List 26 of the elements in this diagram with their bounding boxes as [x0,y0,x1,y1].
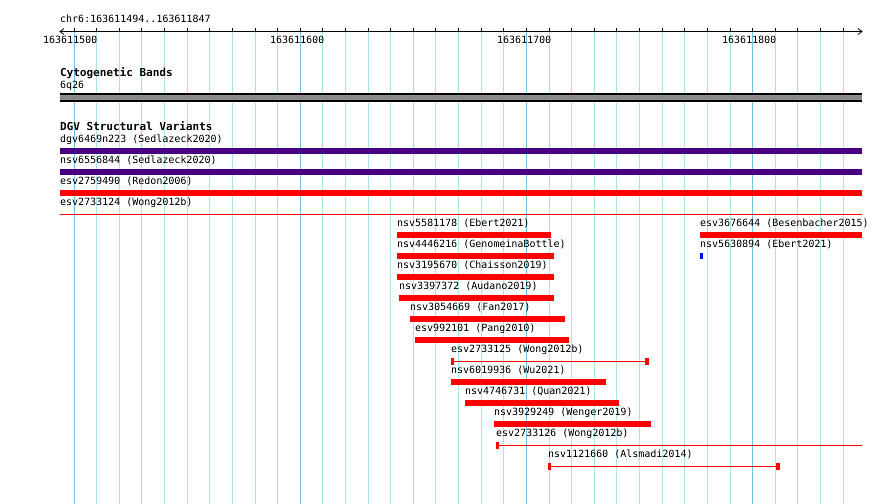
variant-label: nsv4746731 (Quan2021) [465,386,592,398]
tick-label: 163611600 [270,35,324,47]
variant-label: dgv6469n223 (Sedlazeck2020) [60,134,223,146]
variant-label: esv3676644 (Besenbacher2015) [700,218,869,230]
variant-label: nsv6556844 (Sedlazeck2020) [60,155,217,167]
tick-label: 163611700 [497,35,552,47]
variant-label: nsv3929249 (Wenger2019) [494,407,632,419]
tick-label: 163611500 [43,35,98,47]
variant-label: nsv4446216 (GenomeinaBottle) [397,239,566,251]
variant-label: esv2733125 (Wong2012b) [451,344,584,356]
variant-label: esv2733126 (Wong2012b) [496,428,628,440]
variant-label: esv2733124 (Wong2012b) [60,197,192,209]
variant-label: esv992101 (Pang2010) [415,323,536,335]
variant-label: nsv3195670 (Chaisson2019) [397,260,548,272]
band-label: 6q26 [60,80,84,92]
variant-label: esv2759490 (Redon2006) [60,176,192,188]
track-title: DGV Structural Variants [60,121,212,133]
variant-label: nsv3054669 (Fan2017) [410,302,530,314]
variant-label: nsv5581178 (Ebert2021) [397,218,530,230]
track-title: Cytogenetic Bands [60,67,173,79]
variant-label: nsv1121660 (Alsmadi2014) [548,449,692,461]
variant-label: nsv6019936 (Wu2021) [451,365,566,377]
variant-label: nsv5630894 (Ebert2021) [700,239,832,251]
tick-label: 163611800 [722,35,776,47]
region-title: chr6:163611494..163611847 [60,14,211,26]
variant-label: nsv3397372 (Audano2019) [399,281,538,293]
